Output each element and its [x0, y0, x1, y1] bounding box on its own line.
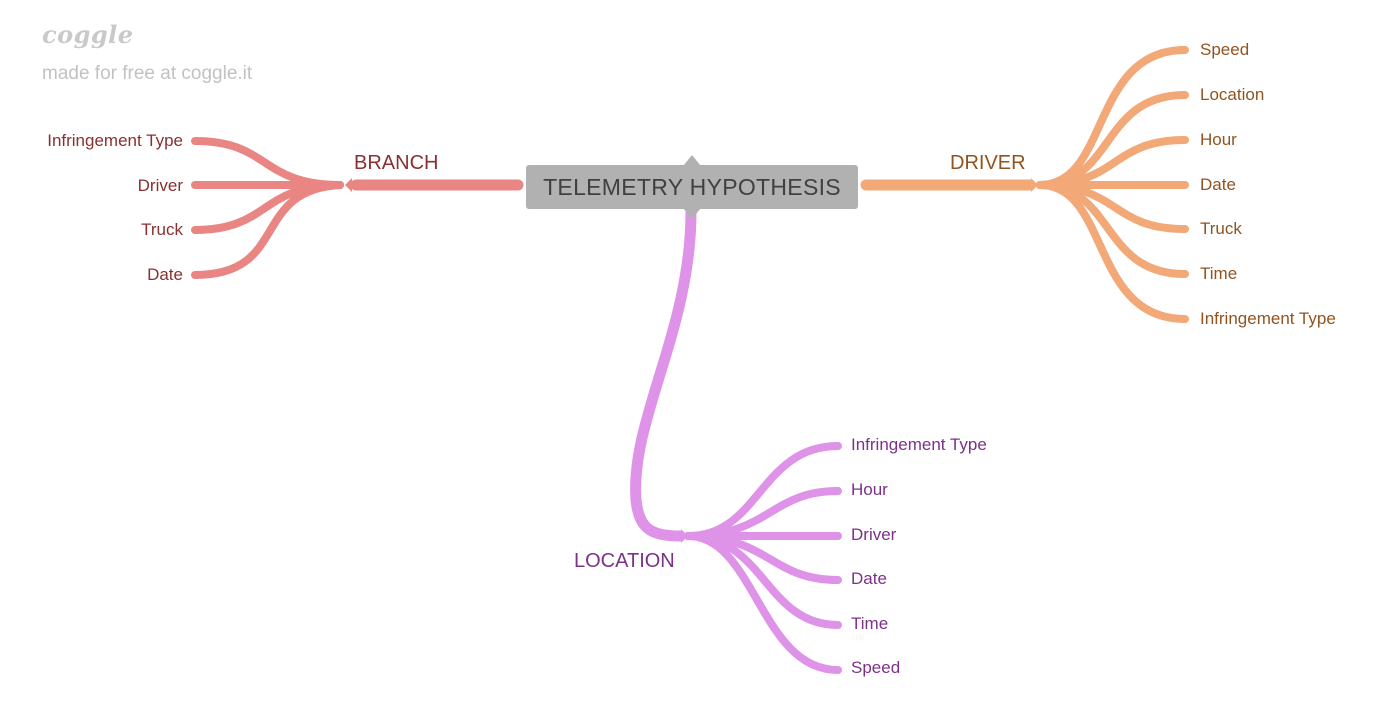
driver-leaf-infringement-type[interactable]: Infringement Type — [1200, 309, 1336, 328]
driver-node-label[interactable]: DRIVER — [950, 152, 1026, 174]
location-leaf-driver[interactable]: Driver — [851, 525, 897, 544]
location-leaf-date[interactable]: Date — [851, 569, 887, 588]
edge-branch-infringement-type — [191, 137, 344, 189]
location-arrow — [681, 529, 688, 543]
location-leaf-time[interactable]: Time — [851, 614, 889, 633]
coggle-logo: coggle — [42, 20, 134, 49]
edge-branch-date — [191, 181, 344, 279]
branch-node-label[interactable]: BRANCH — [354, 152, 439, 174]
driver-leaf-location[interactable]: Location — [1200, 85, 1265, 104]
driver-leaf-speed[interactable]: Speed — [1200, 40, 1250, 59]
branch-arrow — [345, 178, 352, 192]
driver-arrow — [1031, 178, 1038, 192]
edge-root-to-location — [630, 206, 697, 542]
branch-leaf-driver[interactable]: Driver — [137, 176, 183, 195]
location-leaf-hour[interactable]: Hour — [851, 480, 888, 499]
edge-driver-infringement-type — [1036, 181, 1189, 323]
location-edges — [630, 206, 842, 674]
driver-leaf-truck[interactable]: Truck — [1200, 219, 1242, 238]
watermark-tagline: made for free at coggle.it — [42, 63, 253, 84]
driver-leaf-hour[interactable]: Hour — [1200, 130, 1237, 149]
root-node[interactable]: TELEMETRY HYPOTHESIS — [526, 165, 858, 209]
driver-leaf-date[interactable]: Date — [1200, 175, 1236, 194]
branch-leaf-truck[interactable]: Truck — [141, 220, 183, 239]
edge-location-speed — [684, 532, 842, 674]
branch-leaf-infringement-type[interactable]: Infringement Type — [47, 131, 183, 150]
driver-leaf-time[interactable]: Time — [1200, 264, 1238, 283]
root-bottom-nub — [683, 208, 701, 219]
root-label: TELEMETRY HYPOTHESIS — [543, 173, 841, 200]
location-leaf-speed[interactable]: Speed — [851, 658, 901, 677]
driver-edges — [860, 46, 1189, 323]
branch-leaf-date[interactable]: Date — [147, 265, 183, 284]
root-top-nub — [683, 155, 701, 166]
location-node-label[interactable]: LOCATION — [574, 550, 675, 572]
location-leaf-infringement-type[interactable]: Infringement Type — [851, 435, 987, 454]
branch-edges — [191, 137, 524, 279]
